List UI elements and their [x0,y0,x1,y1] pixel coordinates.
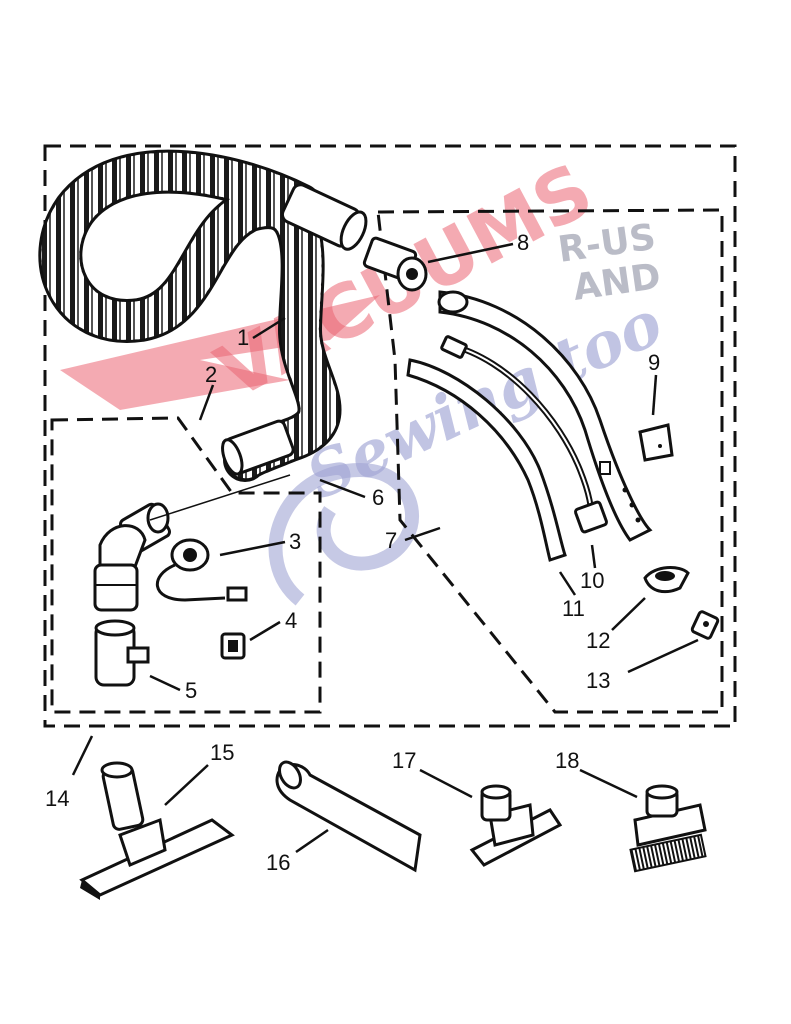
leader-8 [427,242,514,264]
cord-connector-drawing [156,538,248,602]
leader-16 [295,828,329,854]
clip-drawing [220,632,246,660]
callout-5: 5 [185,678,197,703]
callout-3: 3 [289,529,301,554]
callout-8: 8 [517,230,529,255]
assembly-boundaries [43,144,737,728]
handle-half-drawing [406,358,567,562]
callout-1: 1 [237,325,249,350]
callout-16: 16 [266,850,290,875]
crevice-tool-drawing [275,760,422,873]
callout-17: 17 [392,748,416,773]
watermark-script-flourish [268,462,419,606]
leader-17 [419,768,473,799]
callout-9: 9 [648,350,660,375]
callout-12: 12 [586,628,610,653]
swivel-assembly-boundary [50,416,322,714]
handle-assembly-boundary [376,208,724,714]
leader-13 [627,638,699,674]
callout-10: 10 [580,568,604,593]
switch-button-drawing [638,423,674,462]
leader-11 [558,571,577,596]
hose-ribs [41,152,339,479]
latch-drawing [690,610,720,640]
leader-7 [404,526,441,542]
leader-14 [71,735,94,776]
leader-12 [611,597,646,631]
leader-4 [249,620,281,642]
upholstery-tool-drawing [469,784,563,867]
leader-18 [579,768,638,799]
kit-boundary [43,144,737,728]
coupling-drawing [362,236,428,292]
leader-5 [149,674,181,692]
callout-18: 18 [555,748,579,773]
callout-13: 13 [586,668,610,693]
hose-drawing [38,149,368,482]
leader-15 [164,764,209,806]
callout-14: 14 [45,786,69,811]
swivel-cuff-drawing [94,619,150,687]
leader-6b [149,474,291,521]
leader-10 [590,544,597,569]
leader-3 [219,540,286,557]
callout-7: 7 [385,528,397,553]
clamp-drawing [643,566,690,594]
callout-6: 6 [372,485,384,510]
callout-4: 4 [285,608,297,633]
handle-drawing [406,290,653,562]
leader-2 [198,384,215,421]
leader-1 [252,316,286,340]
switch-block [574,500,608,534]
callout-labels: 1 2 3 4 5 6 7 8 9 10 11 12 13 14 15 16 1… [45,230,660,875]
dusting-brush-drawing [629,784,707,873]
callout-11: 11 [562,596,585,621]
callout-2: 2 [205,362,217,387]
leader-lines [71,242,699,854]
hose-bottom-cuff [221,419,295,476]
floor-tool-drawing [79,761,235,900]
callout-15: 15 [210,740,234,765]
leader-9 [651,374,658,416]
handle-wand [438,290,653,542]
hose-top-cuff [280,183,368,251]
swivel-drawing [93,502,171,612]
leader-6 [319,478,366,499]
